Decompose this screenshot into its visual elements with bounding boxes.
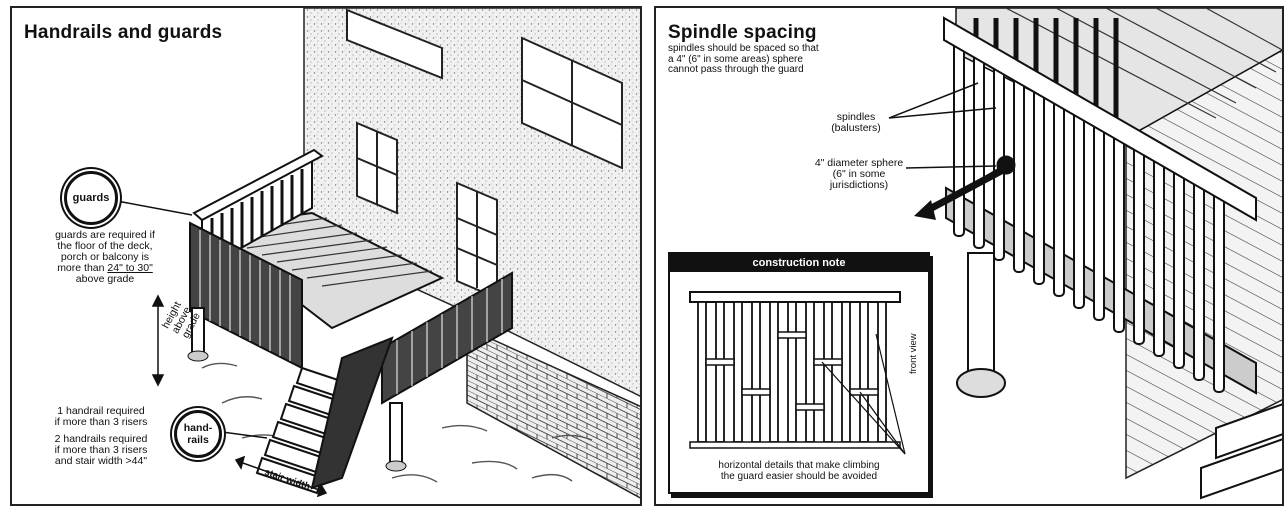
- handrails-badge-line: hand-: [184, 422, 213, 434]
- intro-line: cannot pass through the guard: [668, 65, 908, 76]
- sphere-label: 4" diameter sphere (6" in some jurisdict…: [804, 158, 914, 191]
- construction-note-box: construction note fron: [668, 252, 930, 494]
- front-view-label: front view: [908, 333, 919, 374]
- intro-line: spindles should be spaced so that: [668, 44, 908, 55]
- panel-title: Handrails and guards: [24, 22, 222, 44]
- handrails-guards-panel: Handrails and guards guards guards are r…: [10, 6, 642, 506]
- caption-line: horizontal details that make climbing: [670, 460, 928, 471]
- caption-line: the guard easier should be avoided: [670, 471, 928, 482]
- panel-title: Spindle spacing: [668, 22, 817, 44]
- sphere-label-line: jurisdictions): [804, 180, 914, 191]
- guard-front-view-drawing: [670, 254, 928, 492]
- spindles-label-line: (balusters): [816, 123, 896, 134]
- guards-badge-label: guards: [73, 192, 110, 204]
- construction-note-caption: horizontal details that make climbing th…: [670, 460, 928, 482]
- handrail-text-line: and stair width >44": [26, 456, 176, 467]
- spindle-spacing-panel: Spindle spacing spindles should be space…: [654, 6, 1284, 506]
- spindles-label: spindles (balusters): [816, 112, 896, 134]
- handrails-badge-label: hand-rails: [184, 422, 213, 446]
- handrails-badge: hand-rails: [174, 410, 222, 458]
- guards-requirement-text: guards are required if the floor of the …: [20, 230, 190, 285]
- guards-text-line: above grade: [20, 274, 190, 285]
- spacing-intro-text: spindles should be spaced so that a 4" (…: [668, 44, 908, 76]
- handrail-text-line: if more than 3 risers: [26, 417, 176, 428]
- handrail-requirement-text: 1 handrail required if more than 3 riser…: [26, 406, 176, 467]
- guards-badge: guards: [64, 171, 118, 225]
- handrails-badge-line: rails: [187, 434, 209, 446]
